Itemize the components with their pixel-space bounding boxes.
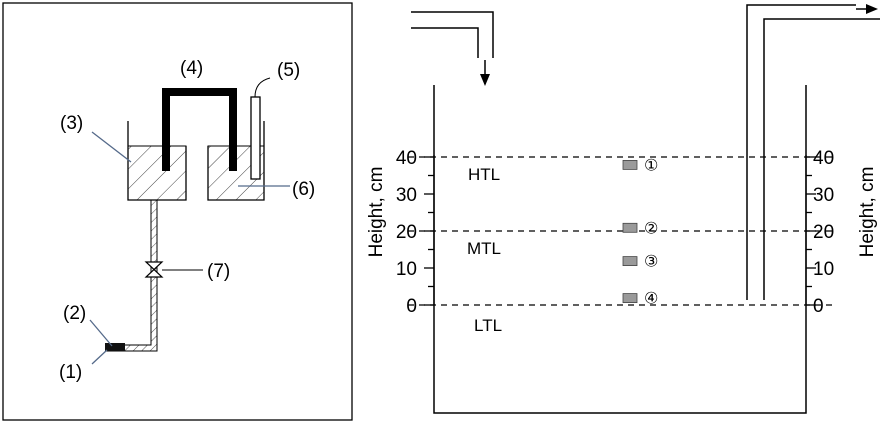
label-5: (5): [277, 60, 300, 81]
right-tick-10: 10: [813, 259, 834, 280]
sampler-box-2: [622, 222, 638, 233]
label-3: (3): [60, 113, 83, 134]
valve-icon: [144, 261, 164, 278]
sampler-marker-3: ③: [644, 252, 658, 271]
label-7: (7): [207, 261, 230, 282]
zone-label-ltl: LTL: [474, 316, 502, 335]
label-4: (4): [180, 58, 203, 79]
reference-electrode: [250, 96, 261, 180]
left-tick-10: 10: [396, 259, 417, 280]
left-axis-title: Height, cm: [366, 167, 387, 258]
right-tick-40: 40: [813, 148, 834, 169]
leader-1: [91, 349, 108, 365]
inlet-pipe-outer: [411, 11, 494, 58]
outlet-pipe-outer: [746, 4, 856, 300]
right-axis-title: Height, cm: [857, 167, 878, 258]
sampler-box-1: [622, 159, 638, 170]
panel-frame: [2, 2, 353, 421]
outflow-arrow-icon: [866, 4, 878, 14]
leader-2: [89, 319, 113, 347]
right-tick-30: 30: [813, 185, 834, 206]
label-6: (6): [292, 179, 315, 200]
leader-3: [91, 131, 132, 163]
level-lines: [408, 156, 832, 306]
sampler-marker-1: ①: [644, 155, 658, 174]
left-tick-0: 0: [406, 296, 417, 317]
left-tick-20: 20: [396, 222, 417, 243]
right-tick-0: 0: [813, 296, 824, 317]
left-tick-30: 30: [396, 185, 417, 206]
inflow-arrow-icon: [480, 74, 490, 86]
sensor-tip: [105, 343, 125, 351]
electrode-lead: [254, 77, 271, 98]
salt-bridge: [162, 88, 237, 171]
samplers: ① ② ③ ④: [622, 155, 658, 308]
inlet-pipe-inner: [411, 27, 479, 58]
sampler-marker-4: ④: [644, 289, 658, 308]
right-tick-20: 20: [813, 222, 834, 243]
sampler-box-4: [622, 293, 638, 304]
sampler-box-3: [622, 256, 638, 267]
label-2: (2): [63, 303, 86, 324]
left-chamber-liquid: [127, 145, 187, 201]
tank-panel: 40 30 20 10 0 40 30 20 10 0 Height, cm H…: [366, 4, 880, 414]
sampler-marker-2: ②: [644, 218, 658, 237]
zone-label-htl: HTL: [468, 165, 500, 184]
apparatus-panel: (4) (5) (3) (6) (7) (2) (1): [2, 2, 353, 421]
zone-label-mtl: MTL: [467, 239, 501, 258]
label-1: (1): [59, 362, 82, 383]
left-tick-40: 40: [396, 148, 417, 169]
outlet-pipe-inner: [763, 18, 880, 300]
